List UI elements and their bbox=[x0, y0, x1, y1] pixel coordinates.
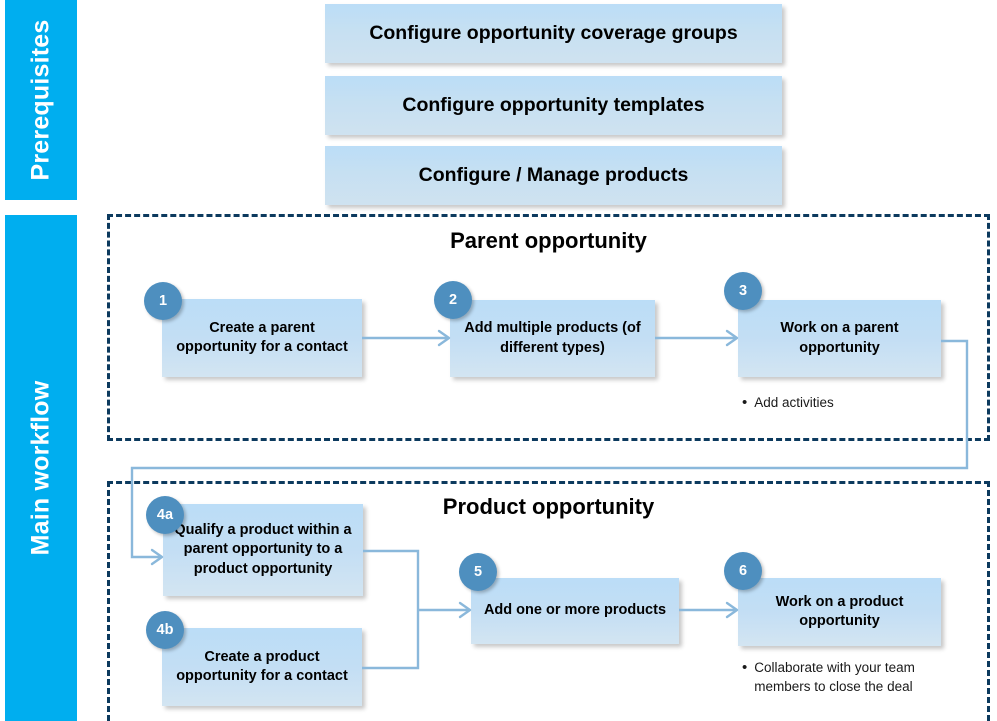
step-box-label: Work on a product opportunity bbox=[775, 593, 904, 629]
step-badge-5: 5 bbox=[459, 553, 497, 591]
step-box-label: Qualify a product within a parent opport… bbox=[174, 521, 352, 577]
note-text: Collaborate with your team members to cl… bbox=[754, 660, 915, 694]
step-box-label: Add one or more products bbox=[483, 602, 667, 619]
step-box-label: Work on a parent opportunity bbox=[780, 320, 899, 356]
prerequisite-box-label: Configure opportunity templates bbox=[402, 94, 705, 116]
step-box-qualify-product[interactable]: Qualify a product within a parent opport… bbox=[163, 504, 363, 596]
step-badge-label: 2 bbox=[448, 292, 458, 308]
section-title-parent-opportunity: Parent opportunity bbox=[450, 228, 647, 253]
step-box-label: Add multiple products (of different type… bbox=[464, 320, 641, 356]
lane-main-workflow: Main workflow bbox=[5, 215, 77, 721]
prerequisite-box-label: Configure / Manage products bbox=[418, 164, 689, 186]
step-box-work-on-product-opportunity[interactable]: Work on a product opportunity bbox=[738, 578, 941, 646]
note-text: Add activities bbox=[754, 395, 834, 410]
lane-main-workflow-label: Main workflow bbox=[26, 380, 55, 556]
step-badge-4b: 4b bbox=[146, 611, 184, 649]
lane-prerequisites-label: Prerequisites bbox=[26, 19, 55, 181]
prerequisite-box-templates[interactable]: Configure opportunity templates bbox=[325, 76, 782, 135]
bullet-icon: • bbox=[742, 659, 748, 676]
step-badge-6: 6 bbox=[724, 552, 762, 590]
note-product-opportunity: • Collaborate with your team members to … bbox=[742, 659, 927, 696]
step-box-label: Create a product opportunity for a conta… bbox=[176, 648, 348, 684]
step-badge-label: 3 bbox=[738, 283, 748, 299]
step-badge-label: 6 bbox=[738, 563, 748, 579]
step-badge-label: 4a bbox=[156, 507, 174, 523]
lane-prerequisites: Prerequisites bbox=[5, 0, 77, 200]
step-box-add-multiple-products[interactable]: Add multiple products (of different type… bbox=[450, 300, 655, 377]
step-box-create-product-opportunity[interactable]: Create a product opportunity for a conta… bbox=[162, 628, 362, 706]
prerequisite-box-products[interactable]: Configure / Manage products bbox=[325, 146, 782, 205]
step-badge-1: 1 bbox=[144, 282, 182, 320]
prerequisite-box-label: Configure opportunity coverage groups bbox=[369, 22, 738, 44]
note-parent-opportunity: • Add activities bbox=[742, 394, 942, 413]
step-box-label: Create a parent opportunity for a contac… bbox=[176, 319, 348, 355]
step-badge-3: 3 bbox=[724, 272, 762, 310]
step-badge-label: 1 bbox=[158, 293, 168, 309]
step-badge-4a: 4a bbox=[146, 496, 184, 534]
prerequisite-box-coverage-groups[interactable]: Configure opportunity coverage groups bbox=[325, 4, 782, 63]
step-badge-label: 4b bbox=[156, 622, 174, 638]
step-box-add-one-or-more-products[interactable]: Add one or more products bbox=[471, 578, 679, 644]
step-badge-2: 2 bbox=[434, 281, 472, 319]
step-badge-label: 5 bbox=[473, 564, 483, 580]
step-box-create-parent-opportunity[interactable]: Create a parent opportunity for a contac… bbox=[162, 299, 362, 377]
bullet-icon: • bbox=[742, 394, 748, 411]
step-box-work-on-parent-opportunity[interactable]: Work on a parent opportunity bbox=[738, 300, 941, 377]
